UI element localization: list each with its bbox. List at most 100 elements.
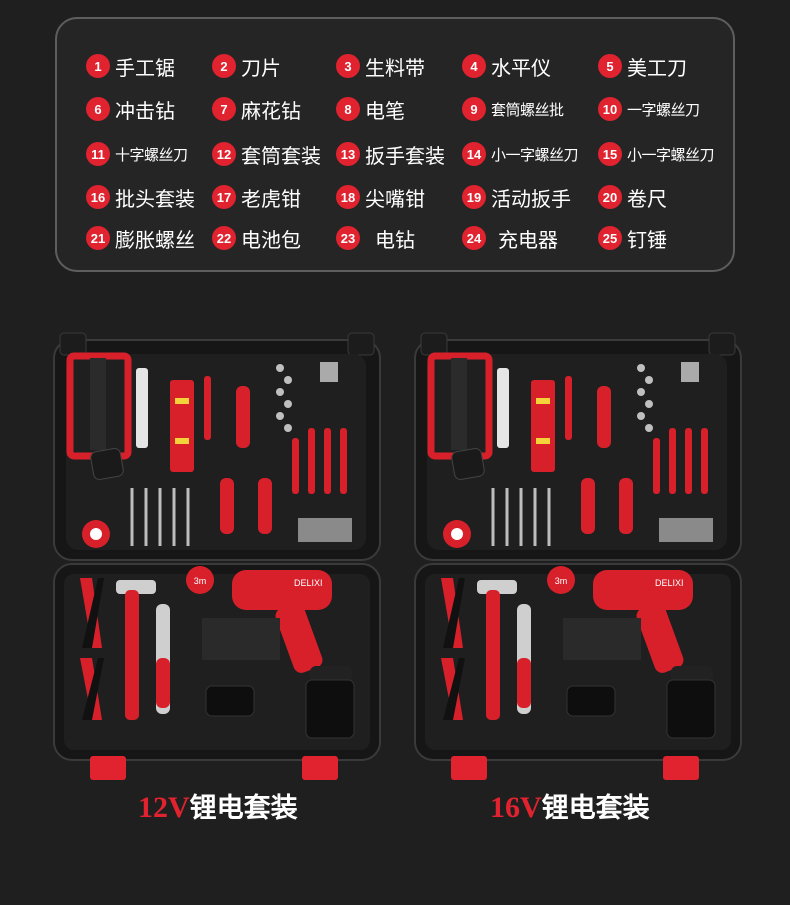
item-number-badge: 17 — [212, 185, 236, 209]
item-label: 电池包 — [241, 227, 301, 252]
pliers-icon — [441, 578, 465, 648]
charger-icon — [666, 679, 716, 739]
kit-voltage: 12V — [138, 791, 190, 824]
item-label: 卷尺 — [627, 186, 667, 211]
item-number-badge: 1 — [86, 54, 110, 78]
needle-nose-pliers-icon — [80, 658, 104, 720]
item-label: 生料带 — [365, 55, 425, 80]
kit-name: 锂电套装 — [541, 793, 650, 824]
pliers-icon — [80, 578, 104, 648]
legend-item: 24 充电器 — [462, 223, 558, 253]
item-number-badge: 2 — [212, 54, 236, 78]
case-latch — [451, 756, 487, 780]
item-label: 批头套装 — [115, 186, 195, 211]
legend-item: 14 小一字螺丝刀 — [462, 139, 579, 169]
item-number-badge: 15 — [598, 142, 622, 166]
item-number-badge: 24 — [462, 226, 486, 250]
item-number-badge: 14 — [462, 142, 486, 166]
item-number-badge: 12 — [212, 142, 236, 166]
screwdriver-icon — [236, 386, 250, 448]
tape-measure-icon — [186, 566, 214, 594]
item-label: 一字螺丝刀 — [627, 100, 700, 119]
tool-case-12v: 3m DELIXI — [52, 328, 382, 783]
item-label: 小一字螺丝刀 — [627, 145, 715, 164]
item-number-badge: 11 — [86, 142, 110, 166]
kit-caption-12v: 12V锂电套装 — [138, 786, 298, 825]
needle-nose-pliers-icon — [441, 658, 465, 720]
bit-set-icon — [298, 518, 352, 542]
test-pen-icon — [565, 376, 572, 440]
item-number-badge: 4 — [462, 54, 486, 78]
hammer-icon — [477, 580, 517, 594]
socket-set-icon — [276, 364, 292, 432]
hex-key-set-icon — [320, 362, 338, 382]
item-number-badge: 5 — [598, 54, 622, 78]
item-label: 水平仪 — [491, 55, 551, 80]
item-label: 电笔 — [365, 98, 405, 123]
item-label: 美工刀 — [627, 55, 687, 80]
item-label: 小一字螺丝刀 — [491, 145, 579, 164]
tool-case-16v: 3m DELIXI — [413, 328, 743, 783]
small-screwdriver-set-icon — [653, 428, 708, 494]
legend-item: 11 十字螺丝刀 — [86, 139, 188, 169]
item-number-badge: 13 — [336, 142, 360, 166]
item-number-badge: 19 — [462, 185, 486, 209]
item-label: 充电器 — [498, 227, 558, 252]
item-label: 活动扳手 — [491, 186, 571, 211]
item-number-badge: 3 — [336, 54, 360, 78]
screwdriver-icon — [258, 478, 272, 534]
item-number-badge: 8 — [336, 97, 360, 121]
tape-measure-length: 3m — [555, 576, 568, 586]
item-number-badge: 21 — [86, 226, 110, 250]
item-label: 扳手套装 — [365, 143, 445, 168]
legend-item: 10 一字螺丝刀 — [598, 94, 700, 124]
case-latch — [663, 756, 699, 780]
kit-caption-16v: 16V锂电套装 — [490, 786, 650, 825]
item-label: 冲击钻 — [115, 98, 175, 123]
case-latch — [90, 756, 126, 780]
bit-holder-icon — [563, 618, 641, 660]
screwdriver-icon — [619, 478, 633, 534]
item-label: 钉锤 — [627, 227, 667, 252]
item-label: 刀片 — [241, 55, 281, 80]
tool-case-illustration: 3m DELIXI — [53, 332, 381, 780]
small-screwdriver-set-icon — [292, 428, 347, 494]
item-number-badge: 22 — [212, 226, 236, 250]
bit-holder-icon — [202, 618, 280, 660]
screwdriver-icon — [581, 478, 595, 534]
item-number-badge: 16 — [86, 185, 110, 209]
item-number-badge: 25 — [598, 226, 622, 250]
item-number-badge: 18 — [336, 185, 360, 209]
item-number-badge: 10 — [598, 97, 622, 121]
kit-voltage: 16V — [490, 791, 542, 824]
tape-measure-icon — [547, 566, 575, 594]
tape-measure-length: 3m — [194, 576, 207, 586]
item-label: 十字螺丝刀 — [115, 145, 188, 164]
case-latch — [302, 756, 338, 780]
utility-knife-icon — [136, 368, 148, 448]
drill-brand-label: DELIXI — [655, 578, 684, 588]
battery-pack-icon — [566, 685, 616, 717]
screwdriver-icon — [597, 386, 611, 448]
item-label: 膨胀螺丝 — [115, 227, 195, 252]
tool-case-illustration: 3m DELIXI — [414, 332, 742, 780]
charger-icon — [305, 679, 355, 739]
